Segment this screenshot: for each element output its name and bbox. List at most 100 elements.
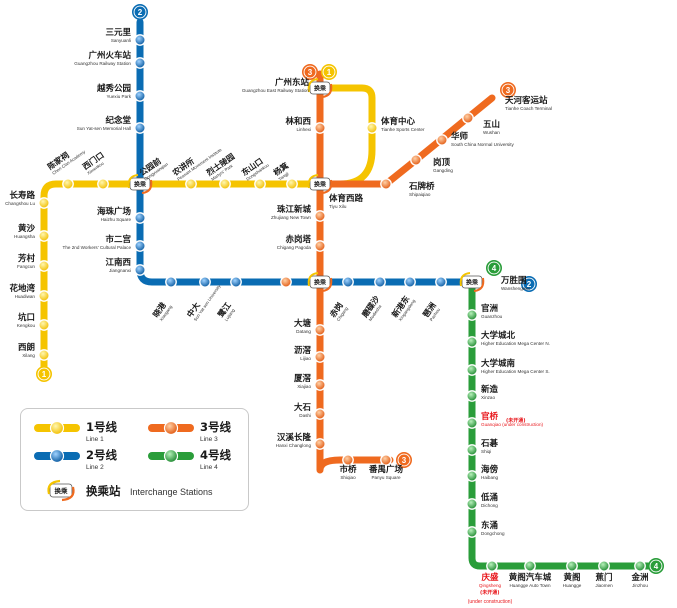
svg-text:1: 1	[42, 370, 47, 379]
haibang-station-dot[interactable]	[466, 470, 478, 482]
huashi-label-en: South China Normal University	[451, 142, 515, 147]
hanxi-label-zh: 汉溪长隆	[277, 432, 312, 443]
huangsha-label-zh: 黄沙	[18, 223, 36, 234]
dongshankou-station-dot[interactable]	[254, 178, 266, 190]
gangding-station-dot[interactable]	[410, 154, 422, 166]
zhongda-station-dot[interactable]	[199, 276, 211, 288]
chigang_pagoda-label-zh: 赤岗塔	[285, 234, 311, 245]
chigang-station-dot[interactable]	[342, 276, 354, 288]
shipaiqiao_line-station-dot[interactable]	[380, 178, 392, 190]
xingangdong-station-dot[interactable]	[404, 276, 416, 288]
xiaogang-station-dot[interactable]	[165, 276, 177, 288]
memorial_hall-station-dot[interactable]	[134, 122, 146, 134]
wushan-station-dot[interactable]	[462, 112, 474, 124]
datang-station-dot[interactable]	[314, 324, 326, 336]
chigang_pagoda-station-dot[interactable]	[314, 240, 326, 252]
fangcun-station-dot[interactable]	[38, 260, 50, 272]
tiyu_xilu-label-en: Tiyu Xilu	[329, 204, 347, 209]
shiqiao-station-dot[interactable]	[342, 454, 354, 466]
tiyu-xilu-interchange-icon[interactable]: 换乘	[307, 174, 333, 194]
haizhu-station-dot[interactable]	[134, 212, 146, 224]
huadiwan-station-dot[interactable]	[38, 290, 50, 302]
hemc_n-station-dot[interactable]	[466, 336, 478, 348]
huangge-station-dot[interactable]	[566, 560, 578, 572]
zhujiang-station-dot[interactable]	[314, 210, 326, 222]
kecun_gap-station-dot[interactable]	[280, 276, 292, 288]
huangge-label-zh: 黄阁	[563, 572, 580, 583]
huangge_auto-station-dot[interactable]	[524, 560, 536, 572]
fangcun-label-en: Fangcun	[17, 264, 35, 269]
kengkou-station-dot[interactable]	[38, 319, 50, 331]
lujiang-station-dot[interactable]	[230, 276, 242, 288]
guanzhou-station-dot[interactable]	[466, 309, 478, 321]
lijiao-station-dot[interactable]	[314, 351, 326, 363]
tiyu_center-label-en: Tianhe Sports Center	[381, 127, 425, 132]
tiyu_center-station-dot[interactable]	[366, 122, 378, 134]
pazhou-station-dot[interactable]	[435, 276, 447, 288]
shiqi-station-dot[interactable]	[466, 444, 478, 456]
wanshengwei-label-en: Wanshengwei	[501, 286, 530, 291]
guangzhou_railway-label-zh: 广州火车站	[88, 50, 131, 61]
wanshengwei-interchange-icon[interactable]: 换乘	[459, 272, 485, 292]
yangji-station-dot[interactable]	[286, 178, 298, 190]
linhexi-station-dot[interactable]	[314, 122, 326, 134]
dashi-station-dot[interactable]	[314, 408, 326, 420]
svg-text:3号线: 3号线	[200, 420, 232, 434]
sanyuanli-station-dot[interactable]	[134, 34, 146, 46]
guanqiao-label-en: Guanqiao (under construction)	[481, 422, 544, 427]
xiajiao-label-zh: 厦滘	[294, 373, 312, 384]
kengkou-label-zh: 坑口	[18, 312, 35, 323]
jiaomen-station-dot[interactable]	[598, 560, 610, 572]
hanxi-station-dot[interactable]	[314, 438, 326, 450]
dongchong-label-en: Dongchong	[481, 531, 505, 536]
gz_east-label-en: Guangzhou East Railway Station	[242, 88, 310, 93]
panyu-station-dot[interactable]	[380, 454, 392, 466]
jinzhou-label-zh: 金洲	[630, 572, 648, 583]
svg-text:换乘: 换乘	[466, 279, 478, 287]
changshou-station-dot[interactable]	[38, 197, 50, 209]
line3-badge-north: 3	[301, 64, 318, 81]
yangji-label-en: Yangji	[277, 171, 289, 182]
wushan-label-zh: 五山	[483, 119, 500, 130]
xilang-station-dot[interactable]	[38, 349, 50, 361]
hemc_s-station-dot[interactable]	[466, 364, 478, 376]
chen_clan-station-dot[interactable]	[62, 178, 74, 190]
line1-path	[40, 84, 376, 372]
yuexiu_park-station-dot[interactable]	[134, 90, 146, 102]
line1-badge-north: 1	[320, 64, 337, 81]
modiesha-station-dot[interactable]	[374, 276, 386, 288]
guangzhou_railway-label-en: Guangzhou Railway Station	[74, 61, 131, 66]
ximenkou-station-dot[interactable]	[97, 178, 109, 190]
dichong-label-en: Dichong	[481, 503, 498, 508]
dongchong-station-dot[interactable]	[466, 526, 478, 538]
xinzao-station-dot[interactable]	[466, 390, 478, 402]
huashi-station-dot[interactable]	[436, 134, 448, 146]
huadiwan-label-zh: 花地湾	[9, 283, 35, 294]
gongyuanqian-interchange-icon[interactable]: 换乘	[127, 174, 153, 194]
changshou-label-en: Changshou Lu	[5, 201, 35, 206]
jiangnanxi-label-zh: 江南西	[105, 257, 131, 268]
shiergong-station-dot[interactable]	[134, 240, 146, 252]
huangsha-station-dot[interactable]	[38, 230, 50, 242]
nongjiangsuo-station-dot[interactable]	[185, 178, 197, 190]
jinzhou-station-dot[interactable]	[634, 560, 646, 572]
gz-east-interchange-icon[interactable]: 换乘	[307, 78, 333, 98]
huashi-label-zh: 华师	[451, 131, 469, 142]
lieshi-station-dot[interactable]	[219, 178, 231, 190]
svg-text:4号线: 4号线	[200, 448, 232, 462]
zhujiang-label-zh: 珠江新城	[277, 204, 312, 215]
dichong-station-dot[interactable]	[466, 498, 478, 510]
line2-badge-east: 2	[520, 275, 537, 292]
guanqiao-station-dot[interactable]	[466, 417, 478, 429]
xiajiao-station-dot[interactable]	[314, 379, 326, 391]
guangzhou_railway-station-dot[interactable]	[134, 57, 146, 69]
kecun-interchange-icon[interactable]: 换乘	[307, 272, 333, 292]
haizhu-label-en: Haizhu Square	[101, 217, 132, 222]
jiangnanxi-station-dot[interactable]	[134, 264, 146, 276]
qingsheng-station-dot[interactable]	[486, 560, 498, 572]
svg-text:Line 3: Line 3	[200, 436, 218, 443]
